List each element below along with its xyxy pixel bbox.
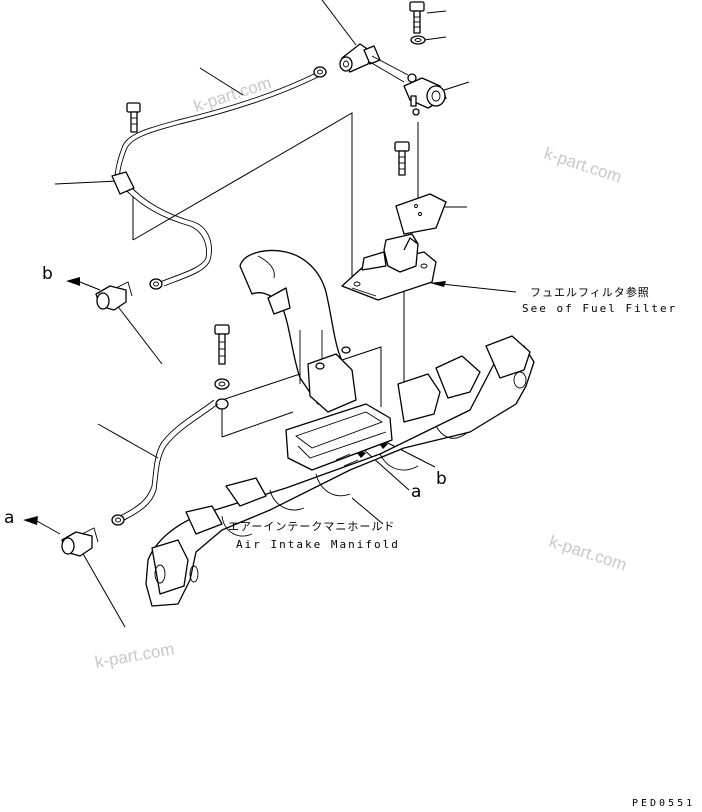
washer-mid xyxy=(214,378,230,390)
watermark: k-part.com xyxy=(542,144,624,187)
drawing-code: PED0551 xyxy=(632,798,695,809)
watermark: k-part.com xyxy=(93,639,175,672)
pipe-lower xyxy=(111,398,229,526)
ref-label-a-right: a xyxy=(411,482,421,502)
ref-label-a-left: a xyxy=(4,508,14,528)
intake-elbow xyxy=(239,249,357,413)
washer-top xyxy=(410,35,426,45)
elbow-fitting-top xyxy=(339,43,409,83)
watermark: k-part.com xyxy=(191,73,273,116)
ref-label-b-left: b xyxy=(42,264,53,284)
fuel-filter-label-en: See of Fuel Filter xyxy=(522,302,677,315)
air-intake-manifold xyxy=(145,335,535,607)
manifold-label-en: Air Intake Manifold xyxy=(236,538,400,551)
fuel-filter-label-jp: フュエルフィルタ参照 xyxy=(530,285,650,299)
manifold-label-jp: エアーインテークマニホールド xyxy=(228,520,395,533)
elbow-fitting-b xyxy=(95,281,133,311)
ref-label-b-right: b xyxy=(436,469,447,489)
bolt-mid xyxy=(214,324,230,365)
watermark: k-part.com xyxy=(547,532,629,575)
bolt-left xyxy=(126,102,141,133)
sensor-connector xyxy=(403,73,447,116)
bolt-plate xyxy=(394,141,410,176)
pipe-upper xyxy=(111,66,327,290)
elbow-fitting-a xyxy=(61,527,99,557)
fuel-filter-bracket xyxy=(341,233,437,301)
bolt-top xyxy=(409,1,425,34)
mounting-plate xyxy=(395,193,447,235)
